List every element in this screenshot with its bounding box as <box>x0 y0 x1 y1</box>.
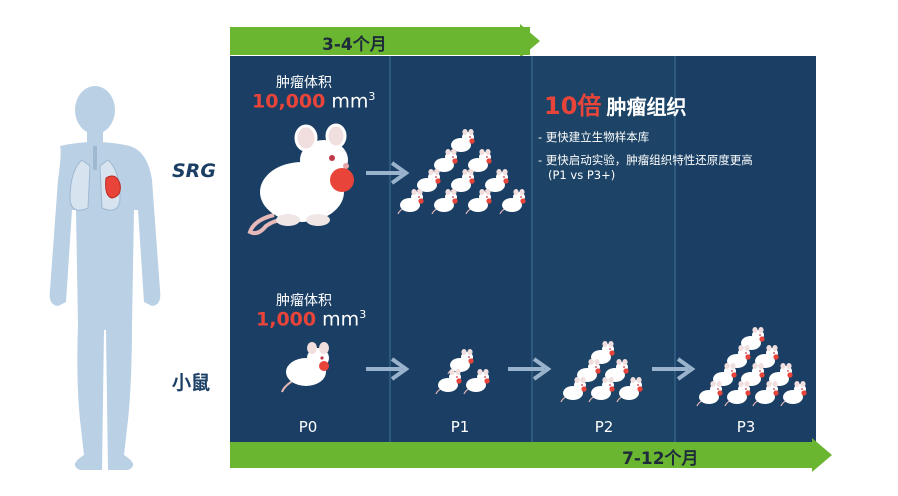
small-mouse-icon <box>435 369 462 394</box>
small-mouse-icon <box>560 377 587 402</box>
mouse-volume-exp: 3 <box>359 308 367 321</box>
small-mouse-icon <box>616 377 643 402</box>
timeline-bottom-bar: 7-12个月 <box>230 442 816 469</box>
arrow-right-icon <box>366 161 410 185</box>
small-mouse-icon <box>482 169 509 194</box>
srg-volume-title: 肿瘤体积 <box>276 75 332 91</box>
small-mouse-icon <box>780 381 807 406</box>
passage-label-p3: P3 <box>736 418 756 436</box>
passage-label-p2: P2 <box>594 418 614 436</box>
timeline-top-bar: 3-4个月 <box>230 27 530 55</box>
callout-bullet-3: (P1 vs P3+) <box>548 168 616 182</box>
small-mouse-icon <box>465 189 492 214</box>
small-mouse-icon <box>696 381 723 406</box>
srg-rat-icon <box>247 123 354 236</box>
callout-heading-text: 肿瘤组织 <box>606 95 687 119</box>
arrow-right-icon <box>508 357 552 381</box>
passage-label-p1: P1 <box>450 418 470 436</box>
small-mouse-icon <box>752 381 779 406</box>
small-mouse-icon <box>465 149 492 174</box>
row-label-srg: SRG <box>172 160 216 182</box>
callout-multiplier: 10倍 <box>544 92 602 120</box>
timeline-bottom-arrowhead <box>812 438 832 472</box>
small-mouse-icon <box>431 189 458 214</box>
srg-volume-value: 10,000 <box>252 90 326 113</box>
srg-volume-unit: mm <box>331 90 369 113</box>
timeline-top-arrowhead <box>520 24 540 58</box>
tumor-icon <box>105 175 121 199</box>
small-mouse-icon <box>448 129 475 154</box>
mouse-volume: 1,000 mm3 <box>256 308 366 330</box>
row-label-mouse: 小鼠 <box>172 372 211 394</box>
small-mouse-icon <box>431 149 458 174</box>
column-divider-1 <box>389 56 391 442</box>
arrow-right-icon <box>366 357 410 381</box>
callout-bullet-1: - 更快建立生物样本库 <box>538 130 650 144</box>
passage-label-p0: P0 <box>298 418 318 436</box>
human-body-silhouette <box>49 86 161 470</box>
mouse-icon <box>281 342 329 393</box>
small-mouse-icon <box>724 381 751 406</box>
small-mouse-icon <box>447 349 474 374</box>
timeline-top-label: 3-4个月 <box>322 35 387 55</box>
column-divider-2 <box>531 56 533 442</box>
srg-volume: 10,000 mm3 <box>252 90 375 112</box>
small-mouse-icon <box>499 189 526 214</box>
timeline-bottom-label: 7-12个月 <box>622 449 699 469</box>
arrow-right-icon <box>652 357 696 381</box>
small-mouse-icon <box>448 169 475 194</box>
srg-volume-exp: 3 <box>368 90 376 103</box>
column-divider-3 <box>674 56 676 442</box>
callout-bullet-2: - 更快启动实验，肿瘤组织特性还原度更高 <box>538 153 753 167</box>
mouse-volume-value: 1,000 <box>256 308 317 331</box>
small-mouse-icon <box>724 345 751 370</box>
callout-heading: 10倍 肿瘤组织 <box>544 86 687 121</box>
small-mouse-icon <box>463 369 490 394</box>
mouse-volume-unit: mm <box>322 308 360 331</box>
column-shade-p2 <box>532 56 674 442</box>
small-mouse-icon <box>397 189 424 214</box>
small-mouse-icon <box>588 377 615 402</box>
mouse-volume-title: 肿瘤体积 <box>276 293 332 309</box>
small-mouse-icon <box>414 169 441 194</box>
